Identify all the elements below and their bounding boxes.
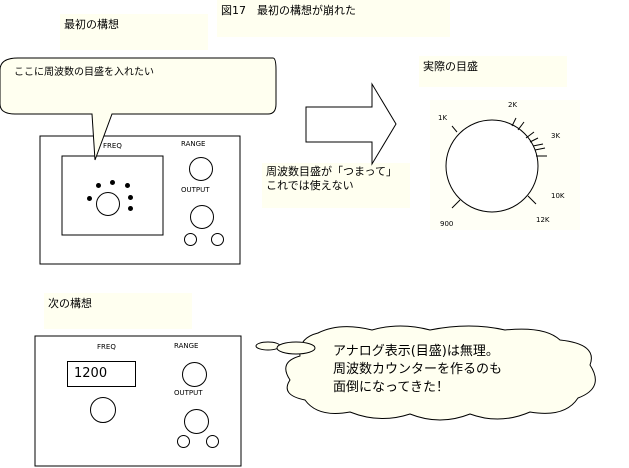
second-freq-knob (90, 397, 116, 423)
scale-note-box: 周波数目盛が「つまって」 これでは使えない (262, 163, 410, 208)
first-output-jack (211, 233, 224, 246)
second-output-jack (177, 435, 190, 448)
dial-tick-label: 2K (508, 101, 518, 109)
first-scale-dot (125, 183, 130, 188)
second-output-label: OUTPUT (174, 389, 203, 397)
first-output-jack (184, 233, 197, 246)
figure-title: 図17 最初の構想が崩れた (221, 4, 356, 17)
actual-scale-heading: 実際の目盛 (423, 60, 478, 73)
first-callout-text: ここに周波数の目盛を入れたい (14, 67, 154, 78)
first-output-label: OUTPUT (181, 186, 210, 194)
dial-tick-label: 1K (438, 114, 448, 122)
thought-bubble-small (255, 341, 281, 351)
scale-dial-ticks (451, 117, 547, 209)
thought-bubble-medium (276, 341, 316, 355)
first-range-knob (189, 157, 213, 181)
thought-line2: 周波数カウンターを作るのも (333, 362, 503, 377)
first-output-knob (190, 205, 214, 229)
first-plan-heading-box: 最初の構想 (60, 14, 208, 50)
first-scale-dot (110, 180, 115, 185)
dial-tick-label: 10K (551, 192, 565, 200)
first-scale-dot (128, 206, 133, 211)
first-freq-knob (96, 192, 120, 216)
thought-cloud (285, 325, 596, 421)
thought-text: アナログ表示(目盛)は無理。 周波数カウンターを作るのも 面倒になってきた！ (333, 343, 502, 397)
first-scale-dot (87, 196, 92, 201)
first-freq-label: FREQ (103, 142, 122, 150)
actual-scale-heading-box: 実際の目盛 (419, 56, 567, 87)
scale-note-line1: 周波数目盛が「つまって」 (266, 165, 398, 178)
dial-tick-label: 3K (551, 132, 561, 140)
thought-line3: 面倒になってきた！ (333, 380, 449, 395)
dial-tick-label: 900 (440, 220, 454, 228)
right-arrow-shape (305, 82, 397, 166)
second-freq-label: FREQ (97, 343, 116, 351)
first-scale-dot (96, 183, 101, 188)
second-range-label: RANGE (174, 342, 199, 350)
second-output-jack (206, 435, 219, 448)
thought-line1: アナログ表示(目盛)は無理。 (333, 344, 499, 359)
scale-note-line2: これでは使えない (266, 179, 354, 192)
next-plan-heading-box: 次の構想 (44, 293, 192, 329)
next-plan-heading: 次の構想 (48, 297, 92, 310)
first-scale-dot (128, 195, 133, 200)
figure-title-box: 図17 最初の構想が崩れた (217, 0, 450, 37)
scale-dial-circle (445, 119, 539, 213)
dial-tick-label: 12K (536, 216, 550, 224)
frequency-display: 1200 (67, 361, 136, 387)
first-range-label: RANGE (181, 140, 206, 148)
first-plan-heading: 最初の構想 (64, 18, 119, 31)
first-callout-bubble (0, 57, 277, 161)
second-range-knob (182, 362, 207, 387)
second-output-knob (184, 409, 209, 434)
